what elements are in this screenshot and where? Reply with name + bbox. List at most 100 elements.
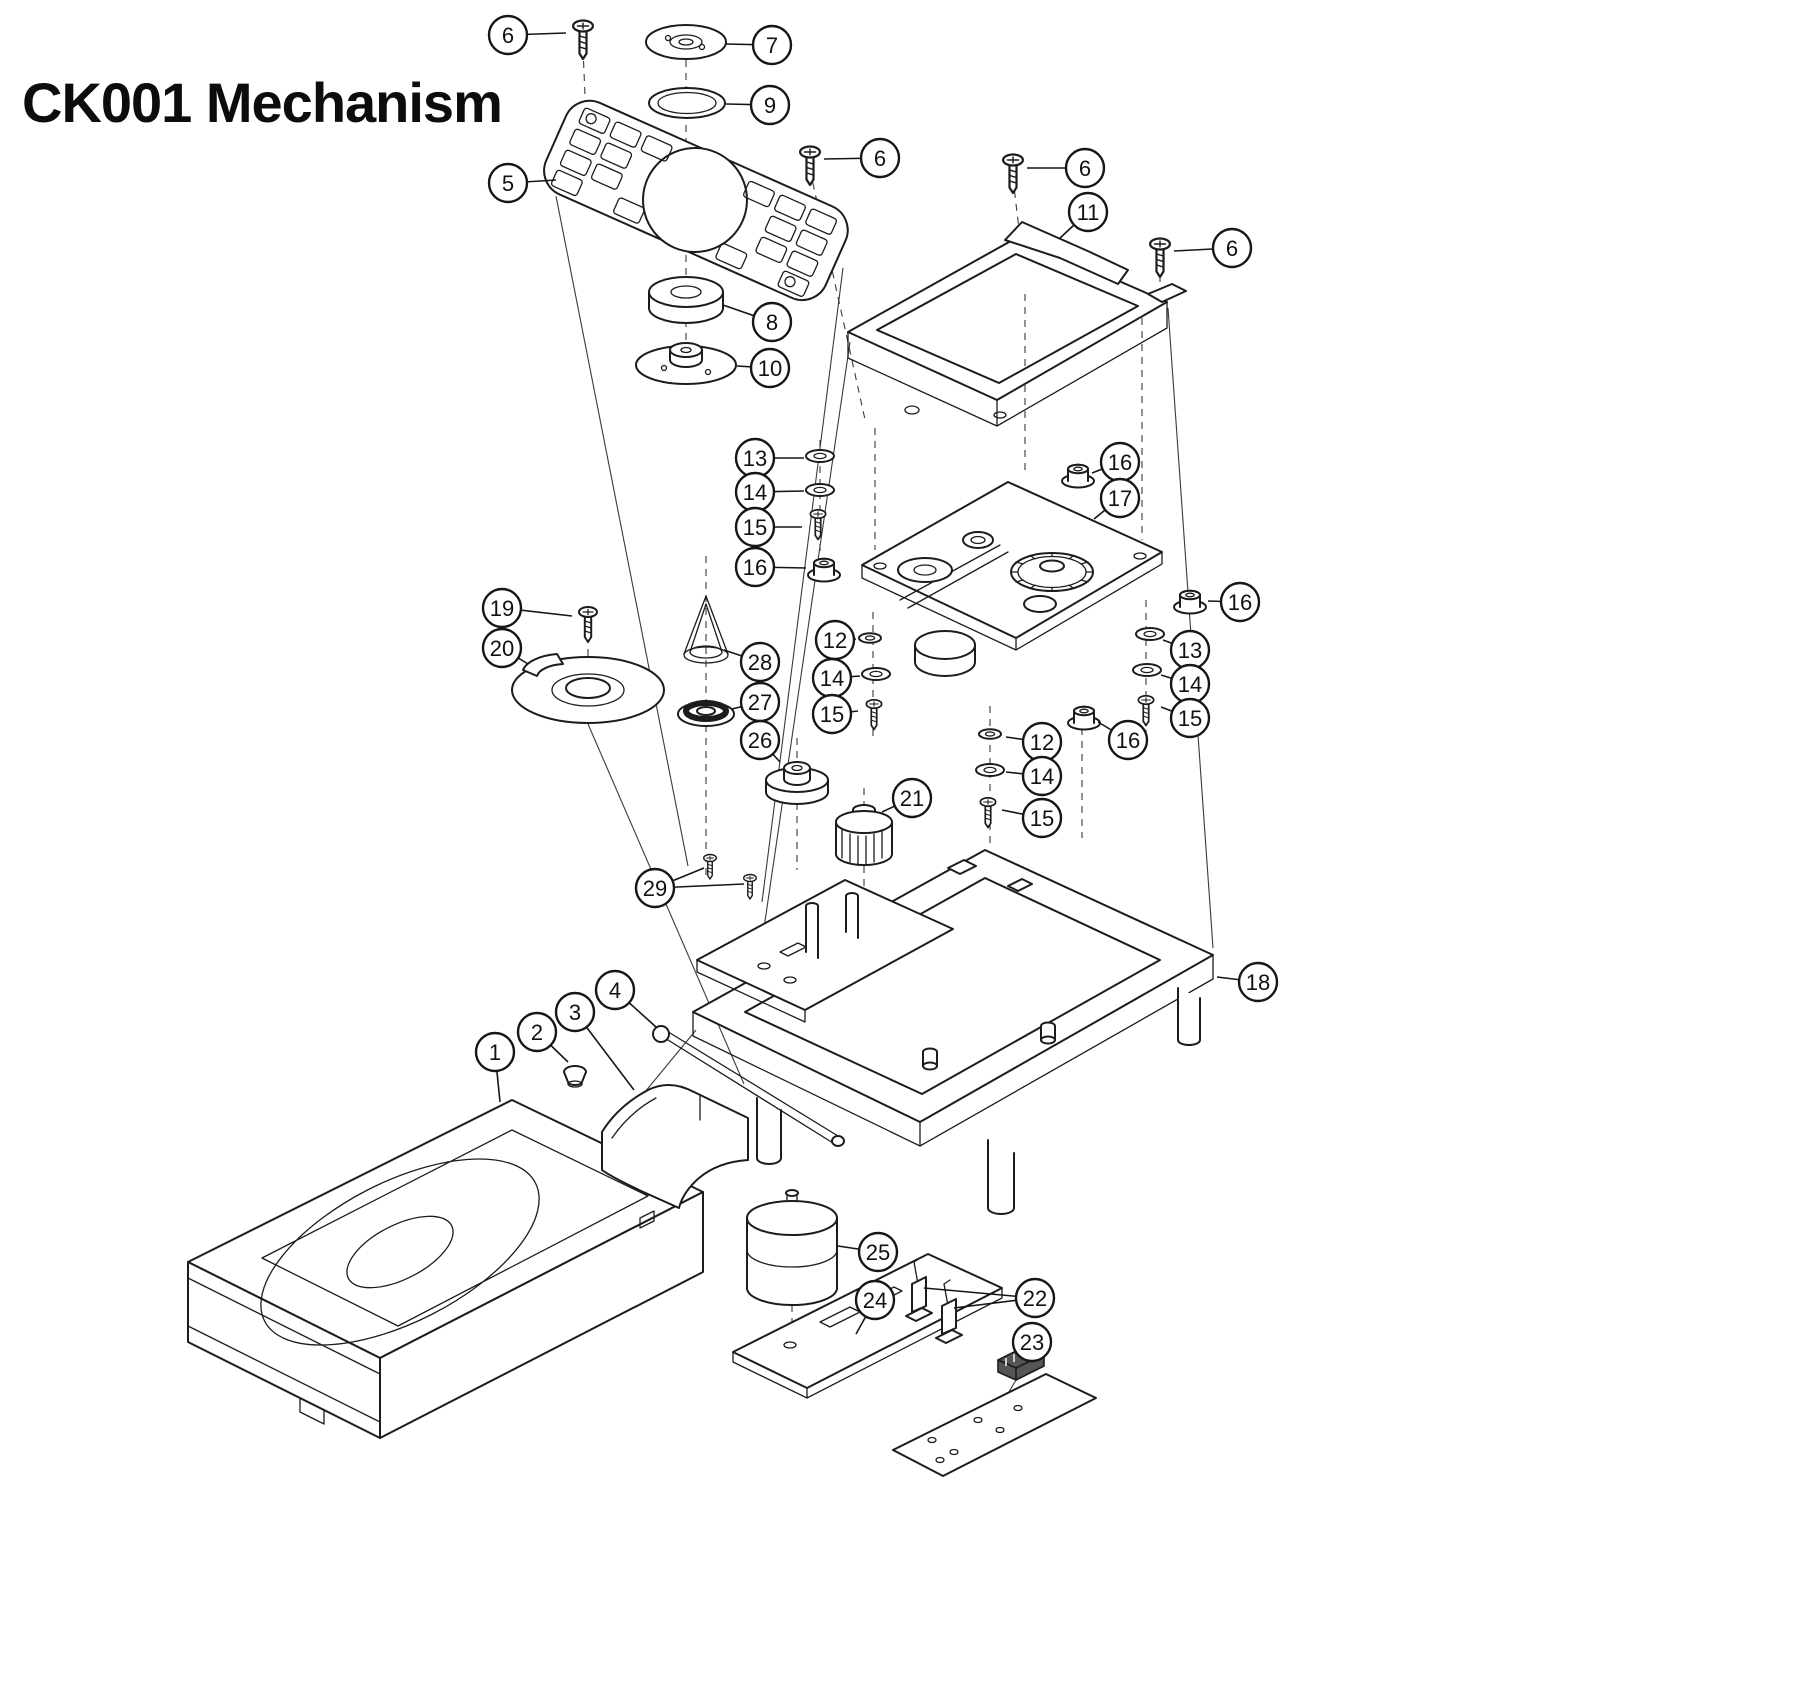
screw-15 <box>865 698 883 731</box>
washer-14 <box>805 483 835 497</box>
callout-4: 4 <box>594 969 657 1028</box>
callout-15: 15 <box>811 693 859 735</box>
callout-number: 13 <box>743 446 767 471</box>
callout-23: 23 <box>1011 1321 1053 1363</box>
callout-number: 15 <box>1178 706 1202 731</box>
callout-number: 26 <box>748 728 772 753</box>
page-title: CK001 Mechanism <box>22 71 503 134</box>
callout-balloon <box>734 506 776 548</box>
callout-number: 22 <box>1023 1286 1047 1311</box>
callout-25: 25 <box>837 1231 899 1273</box>
callout-number: 6 <box>1079 156 1091 181</box>
callout-number: 6 <box>874 146 886 171</box>
callout-balloon <box>739 719 781 761</box>
callout-balloon <box>634 867 676 909</box>
washer-14 <box>861 667 891 681</box>
part-27-damper-ring <box>677 700 735 727</box>
callout-balloon <box>1021 797 1063 839</box>
callout-number: 12 <box>1030 730 1054 755</box>
callout-20: 20 <box>481 627 529 669</box>
callout-15: 15 <box>734 506 802 548</box>
callout-6: 6 <box>487 14 567 56</box>
gear <box>1010 552 1094 592</box>
callout-balloon <box>1107 719 1149 761</box>
washer-13 <box>805 449 835 463</box>
screw-6 <box>798 145 822 187</box>
part-25-motor <box>746 1189 838 1306</box>
callout-number: 12 <box>823 628 847 653</box>
callout-balloon <box>487 14 529 56</box>
callout-13: 13 <box>1162 629 1211 671</box>
callout-number: 2 <box>531 1020 543 1045</box>
callout-8: 8 <box>722 301 793 343</box>
callout-12: 12 <box>1005 721 1063 763</box>
callout-balloon <box>1219 581 1261 623</box>
callout-6: 6 <box>823 137 901 179</box>
callout-balloon <box>1021 755 1063 797</box>
callout-6: 6 <box>1027 147 1106 189</box>
part-21-spindle-rotor <box>835 804 893 866</box>
callout-12: 12 <box>814 619 857 661</box>
callout-number: 16 <box>1108 450 1132 475</box>
callout-number: 14 <box>1030 764 1054 789</box>
callout-16: 16 <box>734 546 807 588</box>
part-11-top-frame <box>847 221 1187 427</box>
callout-balloon <box>1237 961 1279 1003</box>
screw-19 <box>578 606 598 643</box>
callout-balloon <box>481 627 523 669</box>
callout-28: 28 <box>723 641 781 683</box>
screw-6 <box>571 19 595 61</box>
screw-15 <box>1137 694 1155 727</box>
callout-number: 27 <box>748 690 772 715</box>
callout-number: 15 <box>820 702 844 727</box>
callout-15: 15 <box>1001 797 1063 839</box>
callout-balloon <box>811 693 853 735</box>
washer-14 <box>975 763 1005 777</box>
callout-number: 6 <box>1226 236 1238 261</box>
callout-number: 16 <box>1116 728 1140 753</box>
callout-balloon <box>594 969 636 1011</box>
callout-19: 19 <box>481 587 573 629</box>
callout-number: 10 <box>758 356 782 381</box>
callout-2: 2 <box>516 1011 569 1063</box>
callout-balloon <box>1067 191 1109 233</box>
callout-balloon <box>749 84 791 126</box>
callout-number: 23 <box>1020 1330 1044 1355</box>
callout-balloon <box>751 24 793 66</box>
callout-number: 17 <box>1108 486 1132 511</box>
screw-6 <box>1001 153 1025 195</box>
part-10-turntable <box>635 342 737 385</box>
part-7-clamper-cap <box>645 24 727 60</box>
callout-balloon <box>751 301 793 343</box>
callout-16: 16 <box>1207 581 1261 623</box>
part-1-disc-tray <box>187 1099 704 1439</box>
callout-9: 9 <box>725 84 791 126</box>
callout-number: 7 <box>766 33 778 58</box>
part-subchassis <box>696 879 954 1023</box>
callout-balloon <box>487 162 529 204</box>
callout-29: 29 <box>634 867 745 909</box>
part-3-cover <box>601 1084 749 1209</box>
part-8-magnet-puck <box>648 276 724 324</box>
callout-16: 16 <box>1097 719 1149 761</box>
callout-balloon <box>516 1011 558 1053</box>
callout-balloon <box>481 587 523 629</box>
callout-number: 13 <box>1178 638 1202 663</box>
callout-number: 20 <box>490 636 514 661</box>
callout-balloon <box>1014 1277 1056 1319</box>
callout-number: 21 <box>900 786 924 811</box>
grommet-16 <box>1173 589 1207 615</box>
callout-14: 14 <box>1005 755 1063 797</box>
part-9-ring <box>648 87 726 119</box>
callout-11: 11 <box>1059 191 1109 239</box>
callout-balloon <box>1211 227 1253 269</box>
callout-balloon <box>891 777 933 819</box>
callout-balloon <box>734 546 776 588</box>
callout-number: 25 <box>866 1240 890 1265</box>
callout-14: 14 <box>1160 663 1211 705</box>
grommet-16 <box>1067 705 1101 731</box>
callout-number: 15 <box>743 515 767 540</box>
callout-balloon <box>857 1231 899 1273</box>
